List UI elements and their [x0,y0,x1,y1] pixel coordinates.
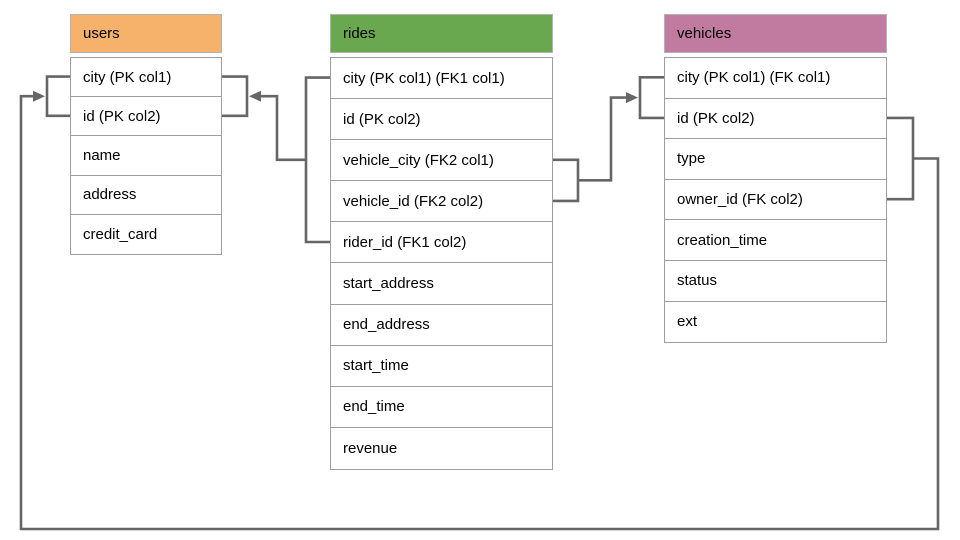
vehicles-pk-bracket-left [638,76,664,120]
table-row: city (PK col1) [71,58,221,98]
table-row: address [71,175,221,215]
table-row: type [665,139,886,180]
table-vehicles: vehicles city (PK col1) (FK col1) id (PK… [664,14,887,344]
table-row: vehicle_city (FK2 col1) [331,140,552,182]
users-pk-bracket-left [45,75,70,118]
table-vehicles-rows: city (PK col1) (FK col1) id (PK col2) ty… [664,57,887,344]
table-row: end_address [331,304,552,346]
rides-fk1-bracket-left [304,76,330,244]
table-row: end_time [331,386,552,428]
table-rides: rides city (PK col1) (FK1 col1) id (PK c… [330,14,553,470]
relationship-rides-to-users [222,75,330,244]
arrowhead-to-users-left [33,90,45,102]
table-row: city (PK col1) (FK1 col1) [331,58,552,100]
rides-to-users-link-line [260,94,306,162]
table-row: creation_time [665,220,886,261]
table-row: ext [665,301,886,343]
table-row: revenue [331,427,552,469]
table-row: city (PK col1) (FK col1) [665,58,886,99]
arrowhead-to-users [249,90,261,102]
rides-to-vehicles-link-line [578,96,627,182]
table-rides-header: rides [330,14,553,53]
table-row: status [665,260,886,302]
table-row: id (PK col2) [331,99,552,141]
table-row: vehicle_id (FK2 col2) [331,181,552,223]
table-row: rider_id (FK1 col2) [331,222,552,264]
table-rides-rows: city (PK col1) (FK1 col1) id (PK col2) v… [330,57,553,470]
table-users-rows: city (PK col1) id (PK col2) name address… [70,57,222,255]
table-row: owner_id (FK col2) [665,179,886,221]
rides-fk2-bracket-right [553,158,580,203]
table-row: start_address [331,263,552,305]
table-users-header: users [70,14,222,53]
table-row: id (PK col2) [665,98,886,140]
table-row: id (PK col2) [71,97,221,137]
relationship-rides-to-vehicles [553,76,664,203]
table-row: start_time [331,345,552,387]
vehicles-fk-bracket-right [887,116,915,201]
users-pk-bracket-right [222,75,249,118]
table-vehicles-header: vehicles [664,14,887,53]
arrowhead-to-vehicles [626,92,638,104]
table-row: name [71,136,221,176]
table-users: users city (PK col1) id (PK col2) name a… [70,14,222,255]
table-row: credit_card [71,214,221,254]
